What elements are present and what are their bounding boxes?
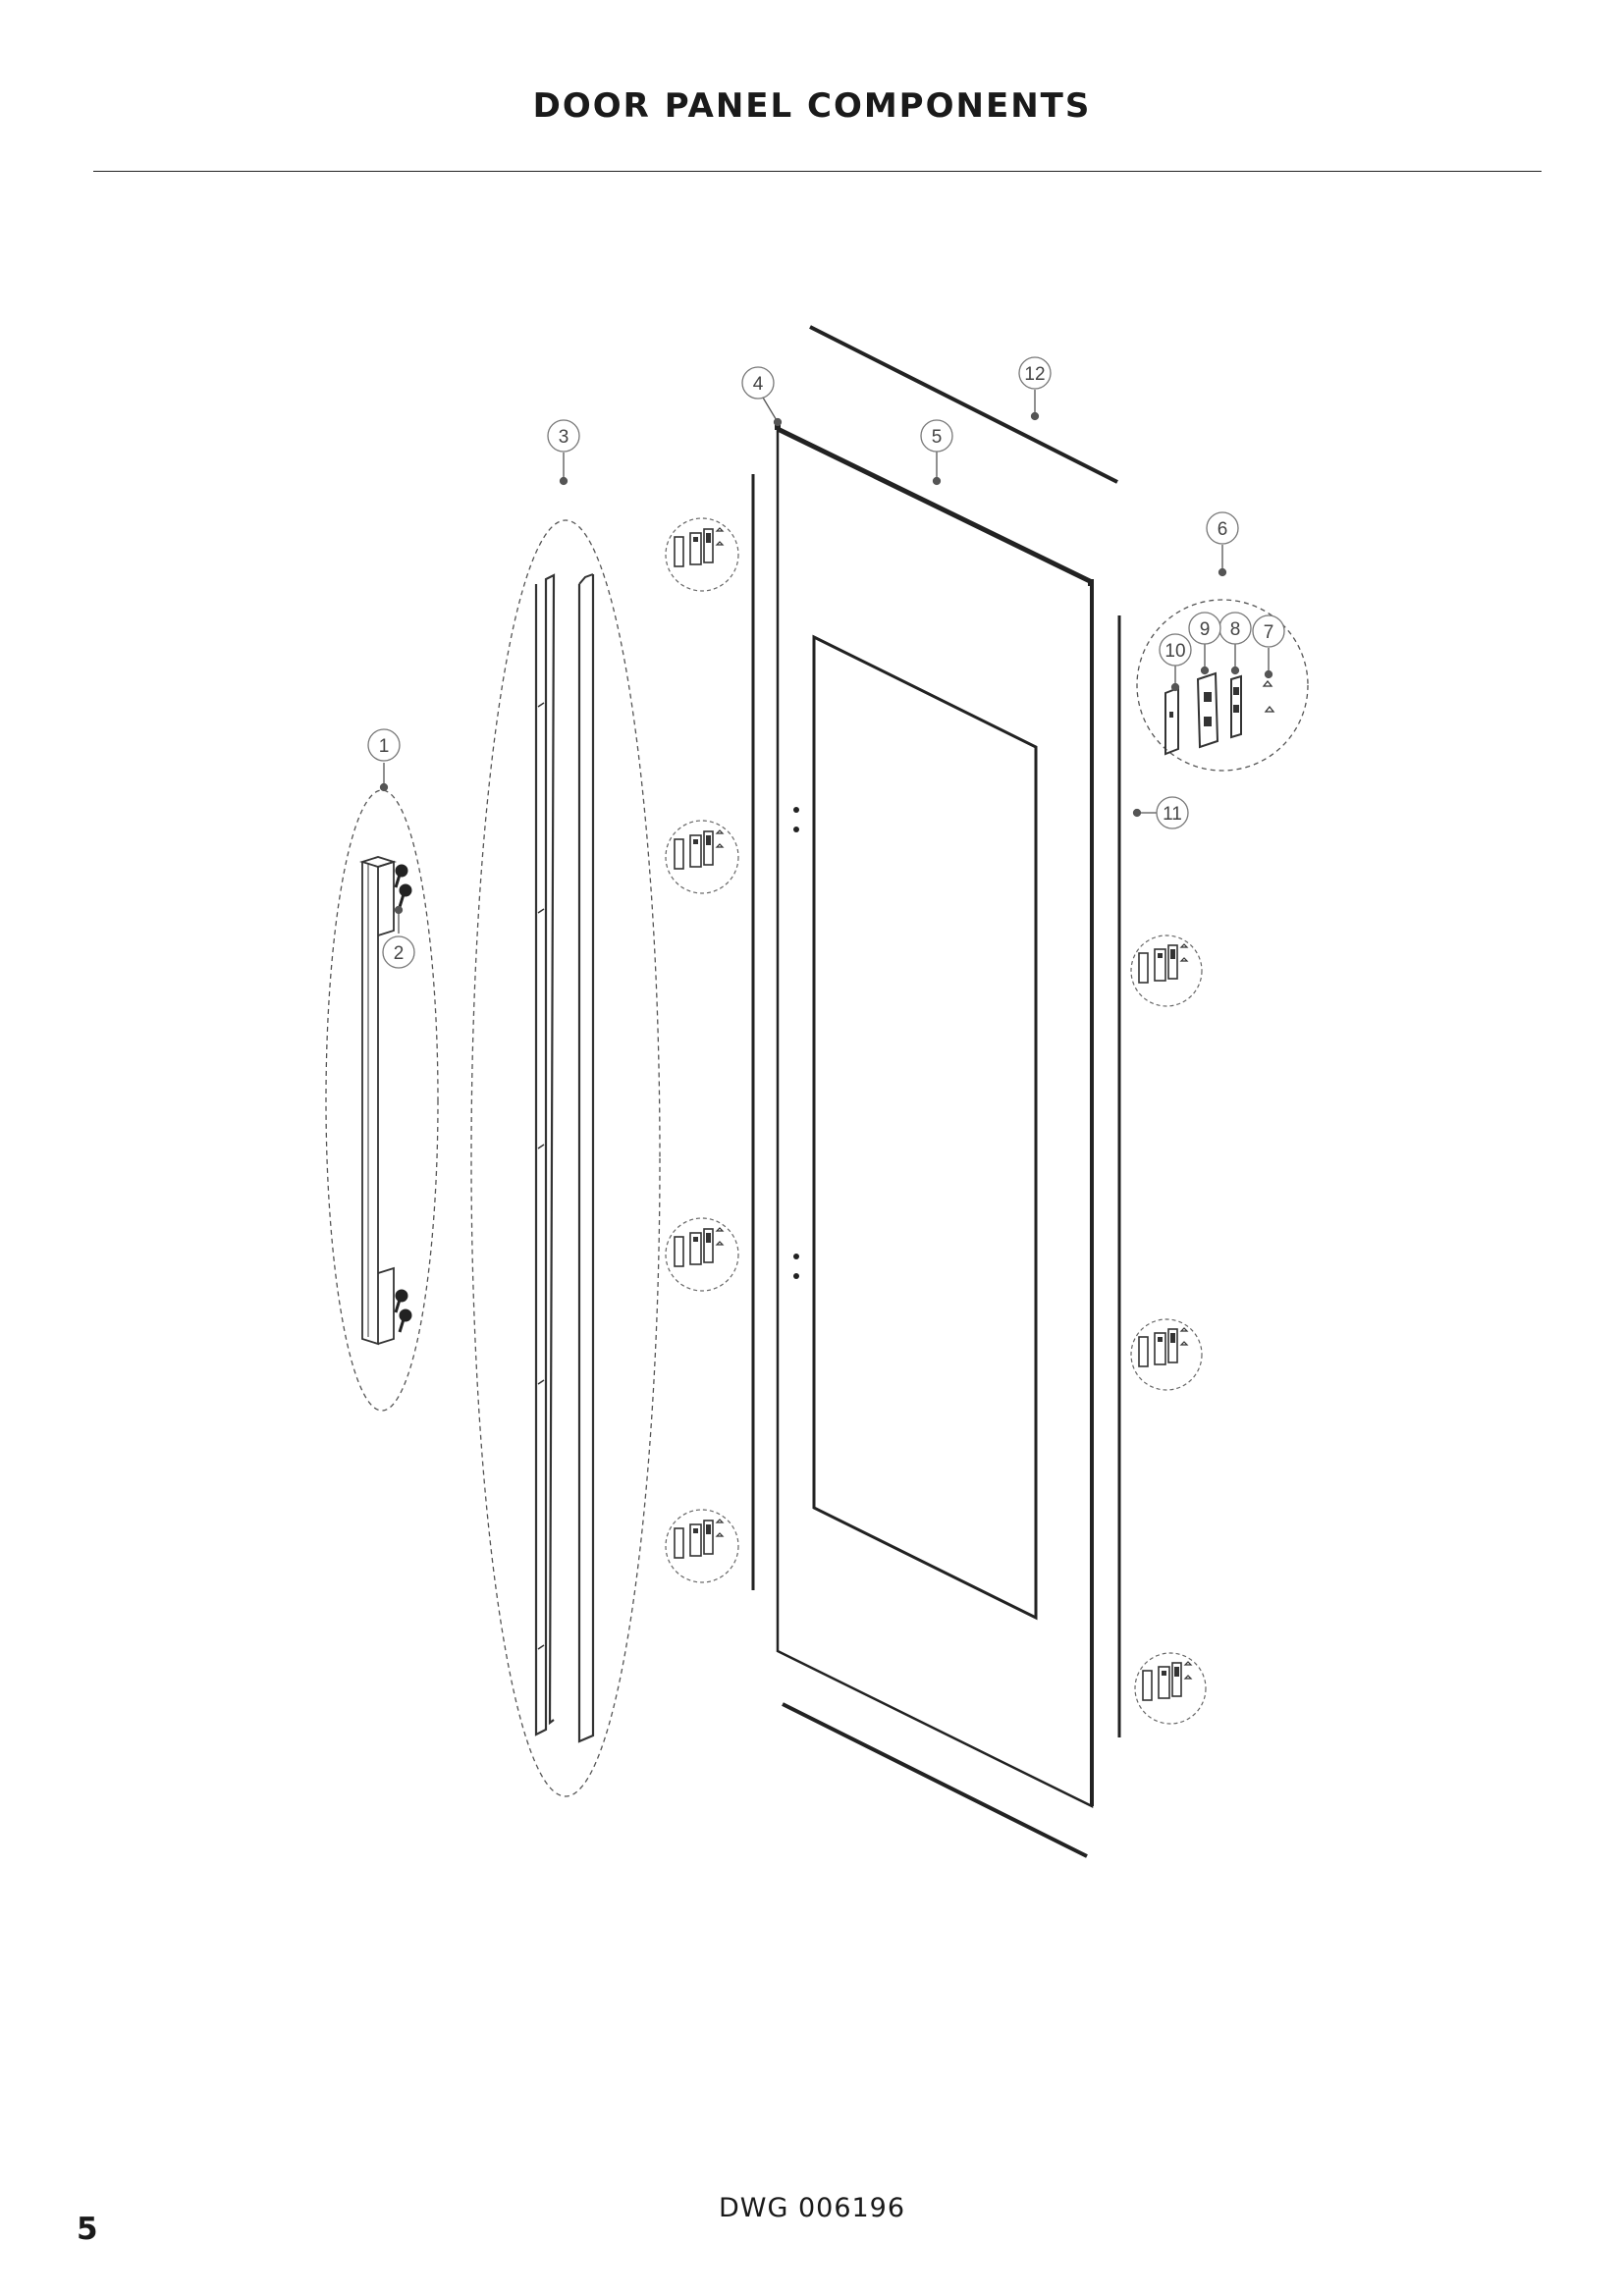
callout-5: 5: [920, 419, 953, 453]
callout-10: 10: [1159, 633, 1192, 667]
svg-text:12: 12: [1024, 364, 1045, 385]
callout-bubbles: 1 2 3 4 5 6 7 8 9 10 11 12: [367, 356, 1285, 969]
svg-text:10: 10: [1164, 641, 1185, 662]
callout-2: 2: [382, 935, 415, 969]
page-title: DOOR PANEL COMPONENTS: [532, 86, 1092, 126]
svg-text:5: 5: [932, 427, 943, 448]
svg-text:8: 8: [1230, 619, 1241, 640]
handle-screws: [394, 864, 412, 1333]
callout-9: 9: [1188, 612, 1221, 645]
callout-12: 12: [1018, 356, 1052, 390]
title-rule: [93, 171, 1542, 172]
callout-8: 8: [1218, 612, 1252, 645]
handle-group: [325, 789, 439, 1412]
callout-11: 11: [1156, 796, 1189, 829]
profile-rails-group: [470, 519, 661, 1797]
callout-3: 3: [547, 419, 580, 453]
hinge-details-right: [1130, 934, 1207, 1725]
svg-text:3: 3: [559, 427, 569, 448]
svg-text:7: 7: [1264, 622, 1274, 643]
svg-text:4: 4: [753, 374, 764, 395]
drawing-number: DWG 006196: [718, 2193, 906, 2223]
svg-text:1: 1: [379, 736, 390, 757]
svg-text:9: 9: [1200, 619, 1211, 640]
callout-6: 6: [1206, 511, 1239, 545]
callout-1: 1: [367, 728, 401, 762]
callout-leaders: [379, 390, 1273, 934]
hinge-kit-detail: [1136, 599, 1309, 772]
callout-7: 7: [1252, 614, 1285, 648]
svg-text:6: 6: [1218, 519, 1228, 540]
page-number: 5: [77, 2212, 98, 2247]
svg-text:11: 11: [1163, 804, 1182, 825]
hinge-details-left: [665, 517, 739, 1583]
callout-4: 4: [741, 366, 775, 400]
door-panel: [751, 325, 1121, 1858]
svg-text:2: 2: [394, 943, 405, 964]
